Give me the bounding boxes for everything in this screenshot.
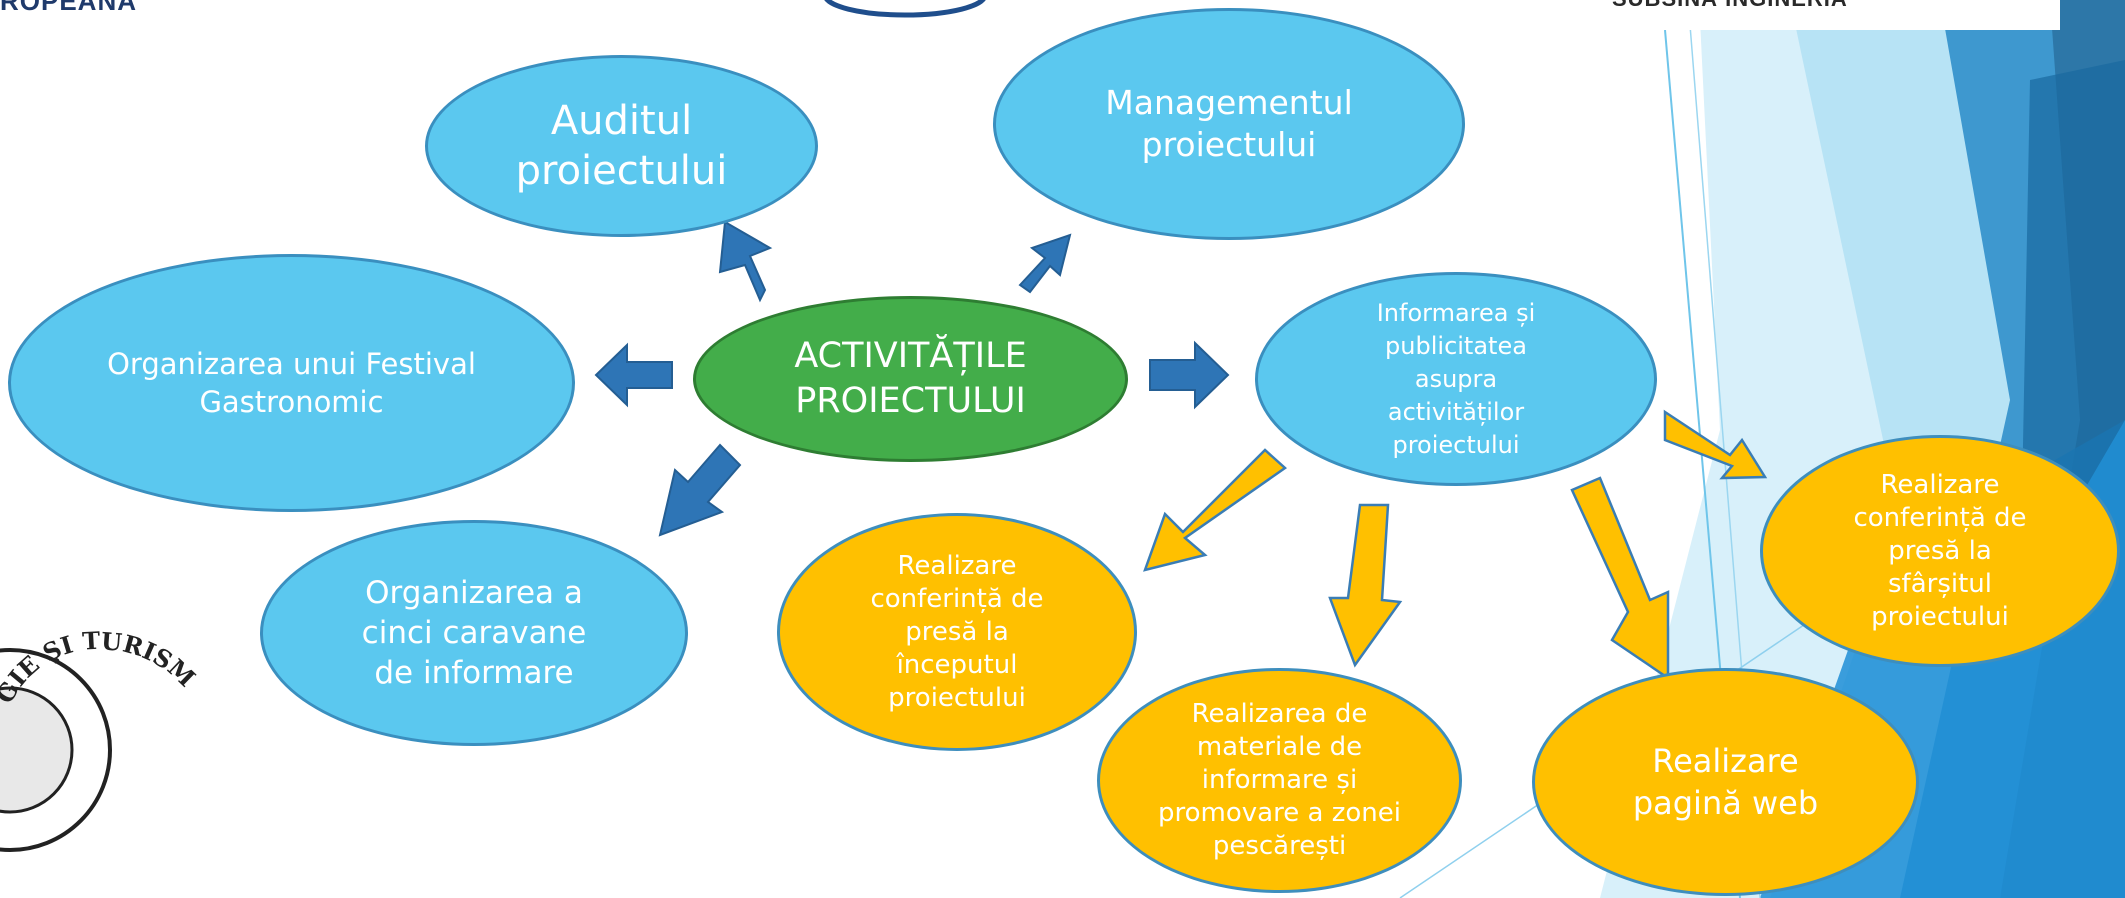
arrow-to-festival [594,342,673,408]
seal-logo: GIE ŞI TURISM [0,626,201,852]
node-materiale-label: Realizarea de materiale de informare și … [1158,699,1401,861]
node-caravane-label: Organizarea a cinci caravane de informar… [361,575,587,691]
node-informare-label: Informarea și publicitatea asupra activi… [1376,298,1536,459]
node-conf-end-label: Realizare conferință de presă la sfârșit… [1853,469,2027,632]
node-materiale: Realizarea de materiale de informare și … [1097,668,1462,893]
node-caravane: Organizarea a cinci caravane de informar… [260,520,688,746]
node-center: ACTIVITĂȚILE PROIECTULUI [693,296,1128,462]
node-center-label: ACTIVITĂȚILE PROIECTULUI [794,336,1027,421]
top-center-logo [824,0,986,18]
right-logo-strip [1600,0,2060,30]
header-right-text: SUBSINĂ INGINERIA [1612,0,1848,12]
arrows-blue [594,220,1230,537]
arrow-to-web [1570,476,1670,681]
arrow-to-informare [1149,340,1230,410]
arrow-to-audit [718,220,773,303]
header-left-text: ROPEANĂ [0,0,138,16]
node-management: Managementul proiectului [993,8,1465,240]
node-festival: Organizarea unui Festival Gastronomic [8,254,575,512]
node-audit-label: Auditul proiectului [515,98,728,194]
arrows-gold [1143,409,1768,681]
node-conf-start-label: Realizare conferință de presă la început… [870,550,1044,713]
node-festival-label: Organizarea unui Festival Gastronomic [107,347,476,419]
node-web-label: Realizare pagină web [1632,742,1819,822]
node-management-label: Managementul proiectului [1105,83,1353,164]
arrow-to-caravane [658,443,742,537]
node-conf-end: Realizare conferință de presă la sfârșit… [1760,435,2120,667]
node-audit: Auditul proiectului [425,55,818,237]
node-informare: Informarea și publicitatea asupra activi… [1255,272,1657,486]
arrow-to-materiale [1328,503,1403,668]
node-web: Realizare pagină web [1532,668,1919,896]
arrow-to-conf-start [1143,448,1288,572]
arrow-to-conf-end [1663,409,1768,480]
arrow-to-management [1018,233,1072,294]
node-conf-start: Realizare conferință de presă la început… [777,513,1137,751]
